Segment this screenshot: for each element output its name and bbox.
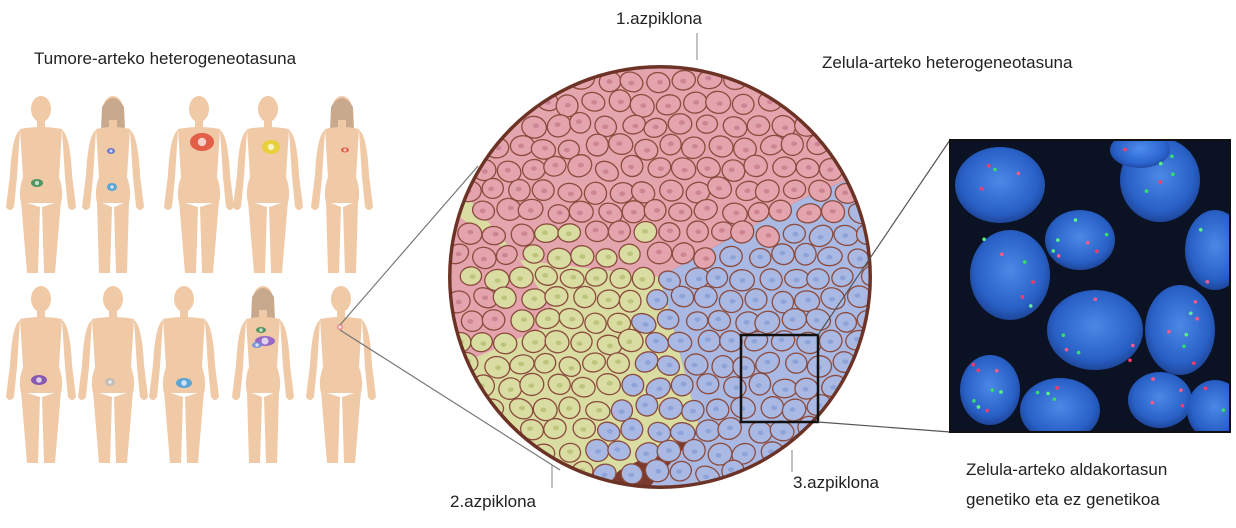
patient-figure bbox=[306, 286, 376, 463]
fish-signal-dot bbox=[1029, 304, 1033, 308]
fish-signal-dot bbox=[1105, 233, 1109, 237]
fish-signal-dot bbox=[1145, 189, 1149, 193]
fish-signal-dot bbox=[1151, 377, 1155, 381]
fish-signal-dot bbox=[1061, 333, 1065, 337]
inter-tumor-heterogeneity-title: Tumore-arteko heterogeneotasuna bbox=[34, 49, 296, 69]
fish-signal-dot bbox=[995, 369, 999, 373]
cell-nucleus bbox=[960, 355, 1020, 425]
fish-signal-dot bbox=[1150, 401, 1154, 405]
fish-signal-dot bbox=[1065, 348, 1069, 352]
fish-signal-dot bbox=[977, 405, 981, 409]
patient-figure bbox=[6, 96, 76, 273]
fish-signal-dot bbox=[976, 369, 980, 373]
fish-signal-dot bbox=[1179, 388, 1183, 392]
patient-figure bbox=[311, 96, 373, 273]
patient-figure bbox=[6, 286, 76, 463]
fish-signal-dot bbox=[972, 399, 976, 403]
fish-signal-dot bbox=[1170, 155, 1174, 159]
fish-signal-dot bbox=[1167, 330, 1171, 334]
fish-signal-dot bbox=[1123, 148, 1127, 152]
subclone-1-label: 1.azpiklona bbox=[616, 9, 702, 29]
fish-signal-dot bbox=[1182, 344, 1186, 348]
fish-signal-dot bbox=[1086, 241, 1090, 245]
fish-signal-dot bbox=[1222, 408, 1226, 412]
fish-signal-dot bbox=[1051, 249, 1055, 253]
subclone-3-label: 3.azpiklona bbox=[793, 473, 879, 493]
fish-signal-dot bbox=[1159, 162, 1163, 166]
cell-nucleus bbox=[955, 147, 1045, 223]
fish-signal-dot bbox=[1128, 359, 1132, 363]
fish-signal-dot bbox=[1093, 297, 1097, 301]
fish-signal-dot bbox=[1036, 391, 1040, 395]
fish-signal-dot bbox=[1194, 300, 1198, 304]
fish-signal-dot bbox=[1057, 254, 1061, 258]
fish-signal-dot bbox=[1031, 280, 1035, 284]
fish-signal-dot bbox=[1017, 172, 1021, 176]
cell-nucleus bbox=[1128, 372, 1192, 428]
fish-signal-dot bbox=[1055, 386, 1059, 390]
fish-signal-dot bbox=[1077, 351, 1081, 355]
cell-nucleus bbox=[1145, 285, 1215, 375]
fish-signal-dot bbox=[1031, 434, 1035, 438]
fish-signal-dot bbox=[1000, 252, 1004, 256]
fish-signal-dot bbox=[999, 390, 1003, 394]
fish-signal-dot bbox=[1046, 392, 1050, 396]
fish-signal-dot bbox=[1195, 317, 1199, 321]
patients-bottom-row bbox=[6, 286, 376, 463]
tumor-cross-section bbox=[380, 40, 940, 520]
variability-note-line-1: Zelula-arteko aldakortasun bbox=[966, 455, 1167, 485]
patients-top-row bbox=[6, 96, 373, 273]
fish-signal-dot bbox=[1192, 361, 1196, 365]
fish-signal-dot bbox=[991, 388, 995, 392]
patient-figure bbox=[78, 286, 148, 463]
fish-signal-dot bbox=[1205, 280, 1209, 284]
cell-nucleus bbox=[1045, 210, 1115, 270]
fluorescence-micrograph bbox=[950, 132, 1236, 442]
fish-signal-dot bbox=[1171, 172, 1175, 176]
cell-nucleus bbox=[1047, 290, 1143, 370]
fish-signal-dot bbox=[1074, 218, 1078, 222]
fish-signal-dot bbox=[1189, 312, 1193, 316]
fish-signal-dot bbox=[1185, 333, 1189, 337]
fish-signal-dot bbox=[1181, 404, 1185, 408]
fish-signal-dot bbox=[1204, 387, 1208, 391]
fish-signal-dot bbox=[987, 164, 991, 168]
patient-figure bbox=[232, 286, 294, 463]
cell-nucleus bbox=[970, 230, 1050, 320]
patient-figure bbox=[82, 96, 144, 273]
patient-figure bbox=[164, 96, 234, 273]
fish-signal-dot bbox=[1158, 180, 1162, 184]
fish-signal-dot bbox=[1199, 228, 1203, 232]
patient-figure bbox=[233, 96, 303, 273]
zoom-line-micro-bottom bbox=[818, 422, 950, 432]
variability-note: Zelula-arteko aldakortasun genetiko eta … bbox=[966, 455, 1167, 515]
fish-signal-dot bbox=[1131, 344, 1135, 348]
fish-signal-dot bbox=[993, 168, 997, 172]
fish-signal-dot bbox=[1095, 249, 1099, 253]
subclone-2-label: 2.azpiklona bbox=[450, 492, 536, 512]
fish-signal-dot bbox=[982, 237, 986, 241]
fish-signal-dot bbox=[1023, 260, 1027, 264]
inter-cell-heterogeneity-title: Zelula-arteko heterogeneotasuna bbox=[822, 53, 1072, 73]
fish-signal-dot bbox=[985, 409, 989, 413]
patient-figure bbox=[149, 286, 219, 463]
fish-signal-dot bbox=[1056, 238, 1060, 242]
fish-signal-dot bbox=[1053, 397, 1057, 401]
variability-note-line-2: genetiko eta ez genetikoa bbox=[966, 485, 1167, 515]
fish-signal-dot bbox=[980, 187, 984, 191]
fish-signal-dot bbox=[1021, 295, 1025, 299]
fish-signal-dot bbox=[972, 363, 976, 367]
